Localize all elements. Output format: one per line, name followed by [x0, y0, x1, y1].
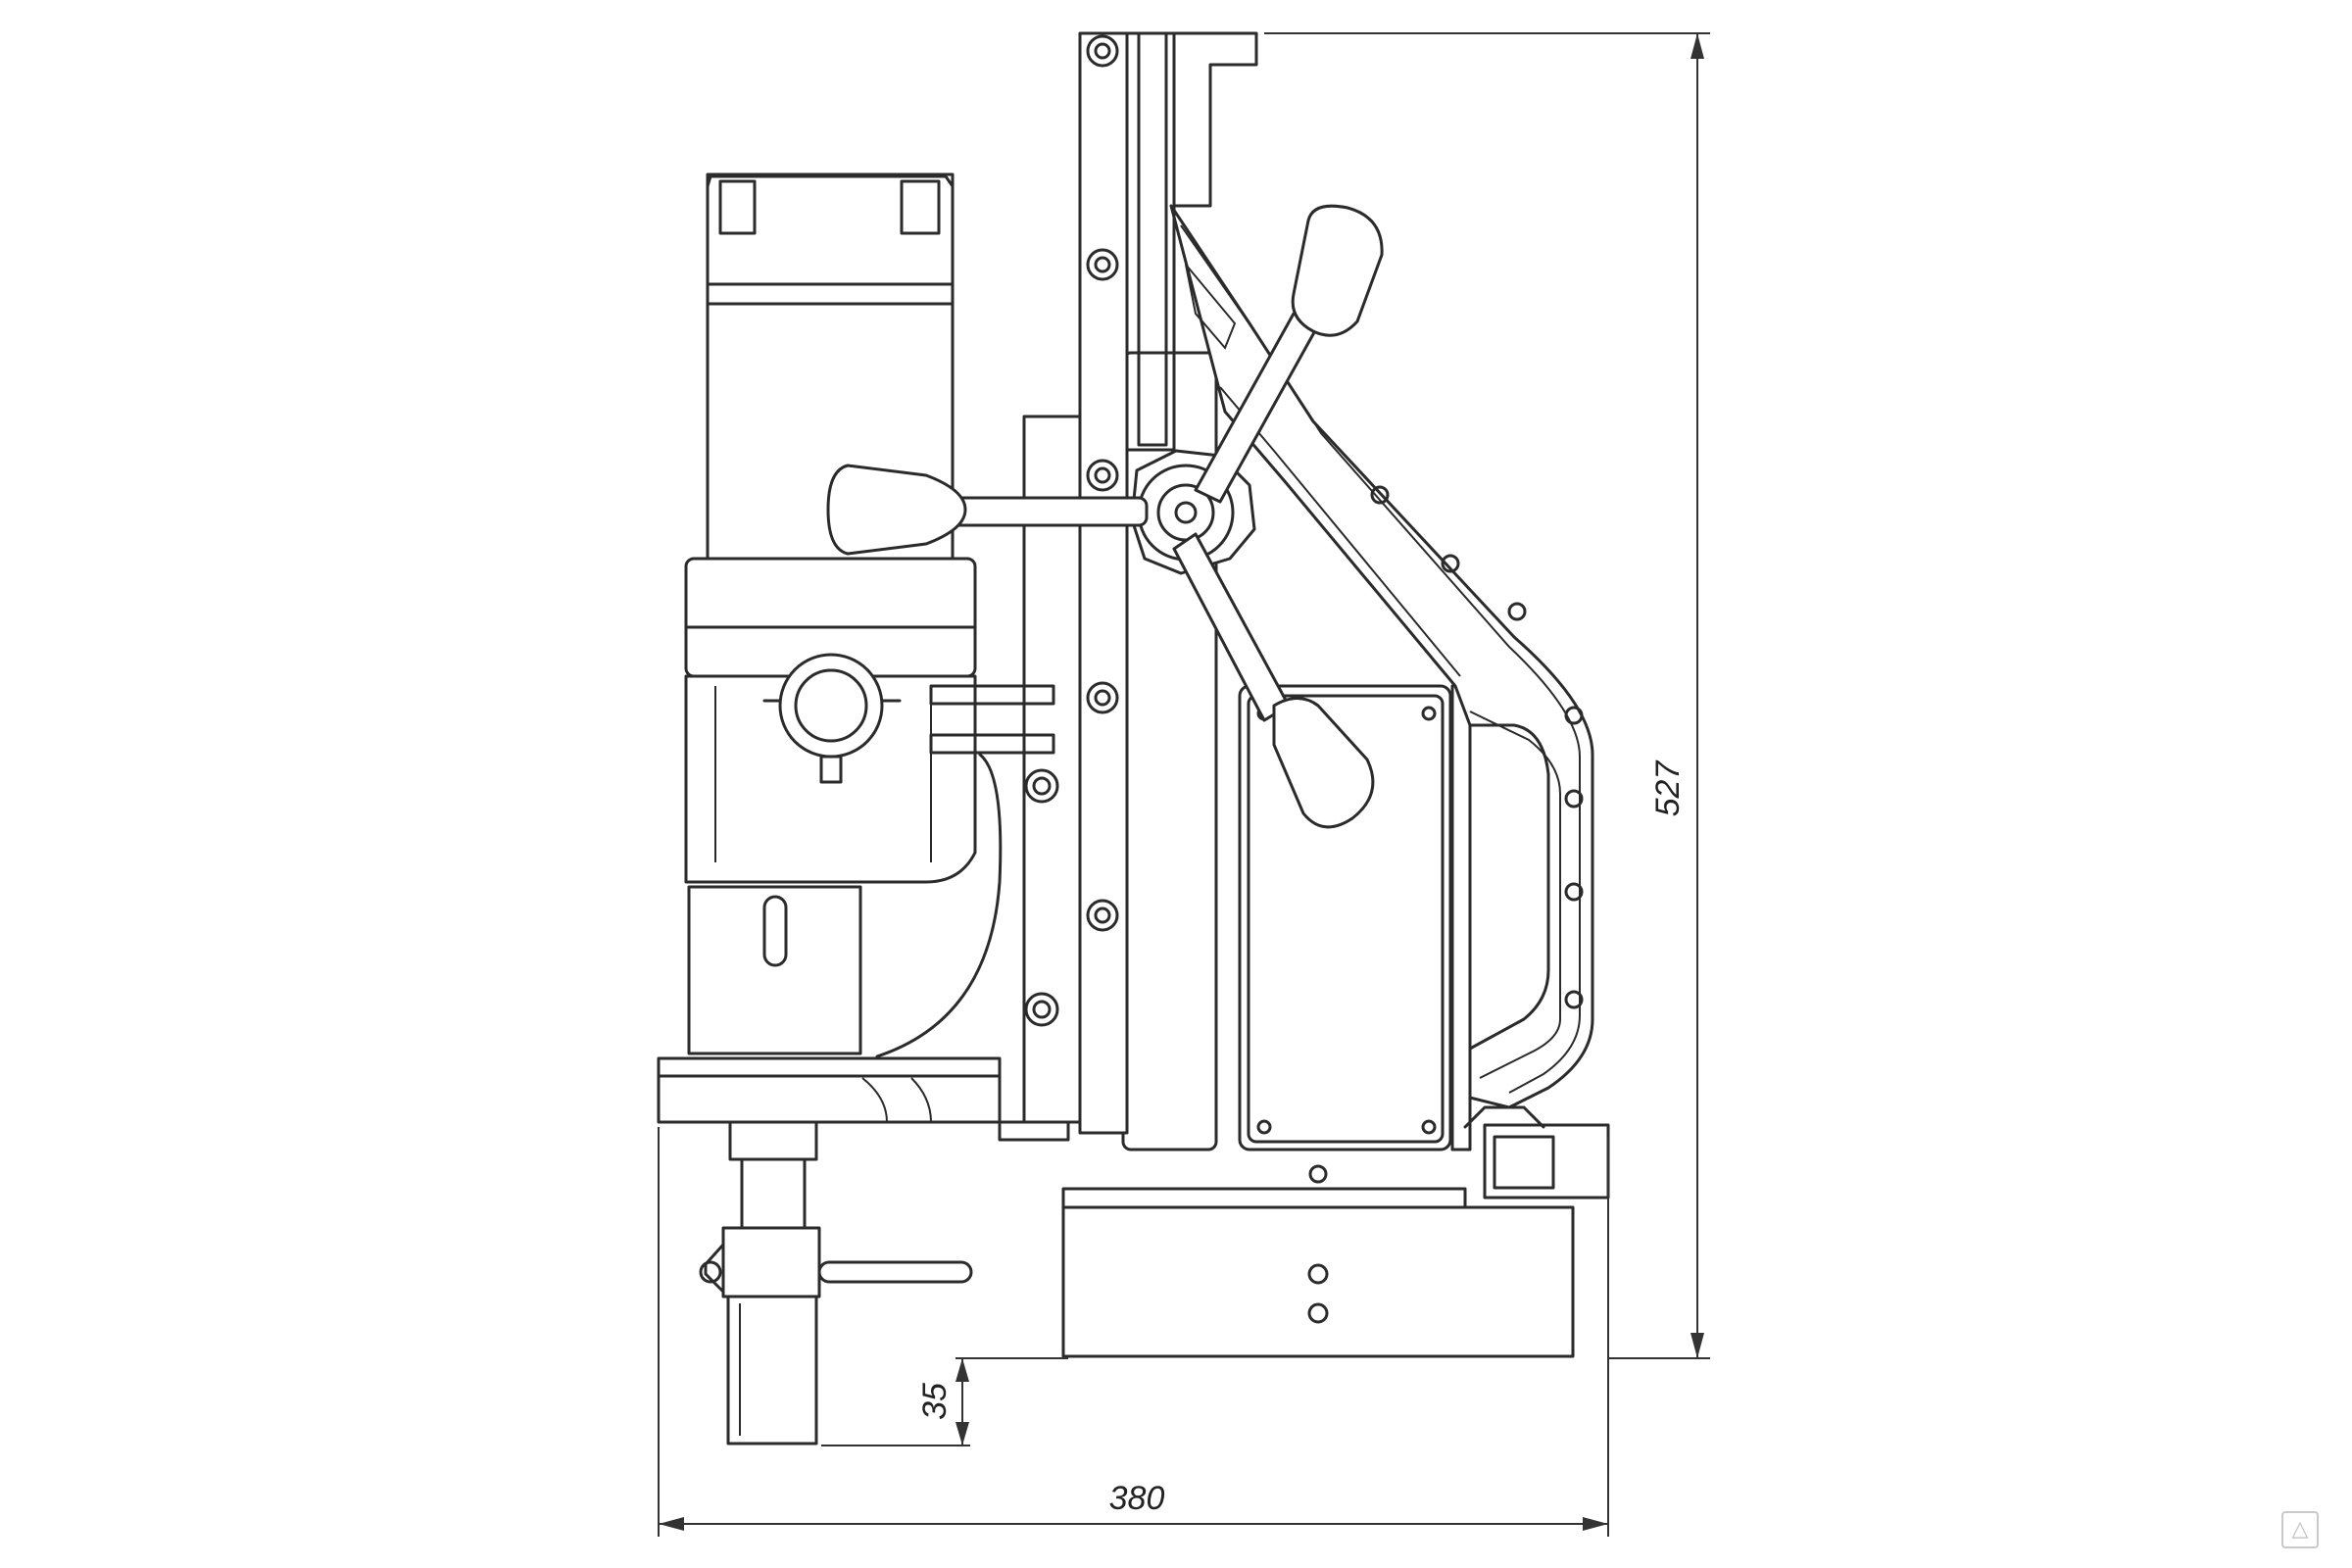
motor-clamp-bracket: [875, 684, 1055, 1058]
chip-guard-plate: [657, 1056, 1070, 1142]
width-dimension-label: 380: [1109, 1480, 1165, 1517]
magnet-base: [1061, 1164, 1575, 1358]
spindle-arbor: [699, 1120, 973, 1446]
offset-dimension-label: 35: [916, 1383, 954, 1420]
gearbox-neck: [687, 885, 862, 1055]
motor-housing: [684, 172, 977, 884]
triangle-logo-icon: △: [2281, 1511, 2319, 1548]
speed-selector-knob: [762, 653, 902, 784]
height-dimension-label: 527: [1649, 760, 1687, 817]
dimension-height: [1264, 32, 1710, 1359]
rear-arched-brace: [1169, 204, 1594, 1109]
dimension-width: [658, 1127, 1609, 1537]
dimension-offset: [821, 1357, 1068, 1446]
feed-handle-assembly[interactable]: [826, 204, 1384, 829]
vertical-slide-column: [1022, 31, 1258, 1135]
base-foot-block: [1463, 1105, 1610, 1200]
